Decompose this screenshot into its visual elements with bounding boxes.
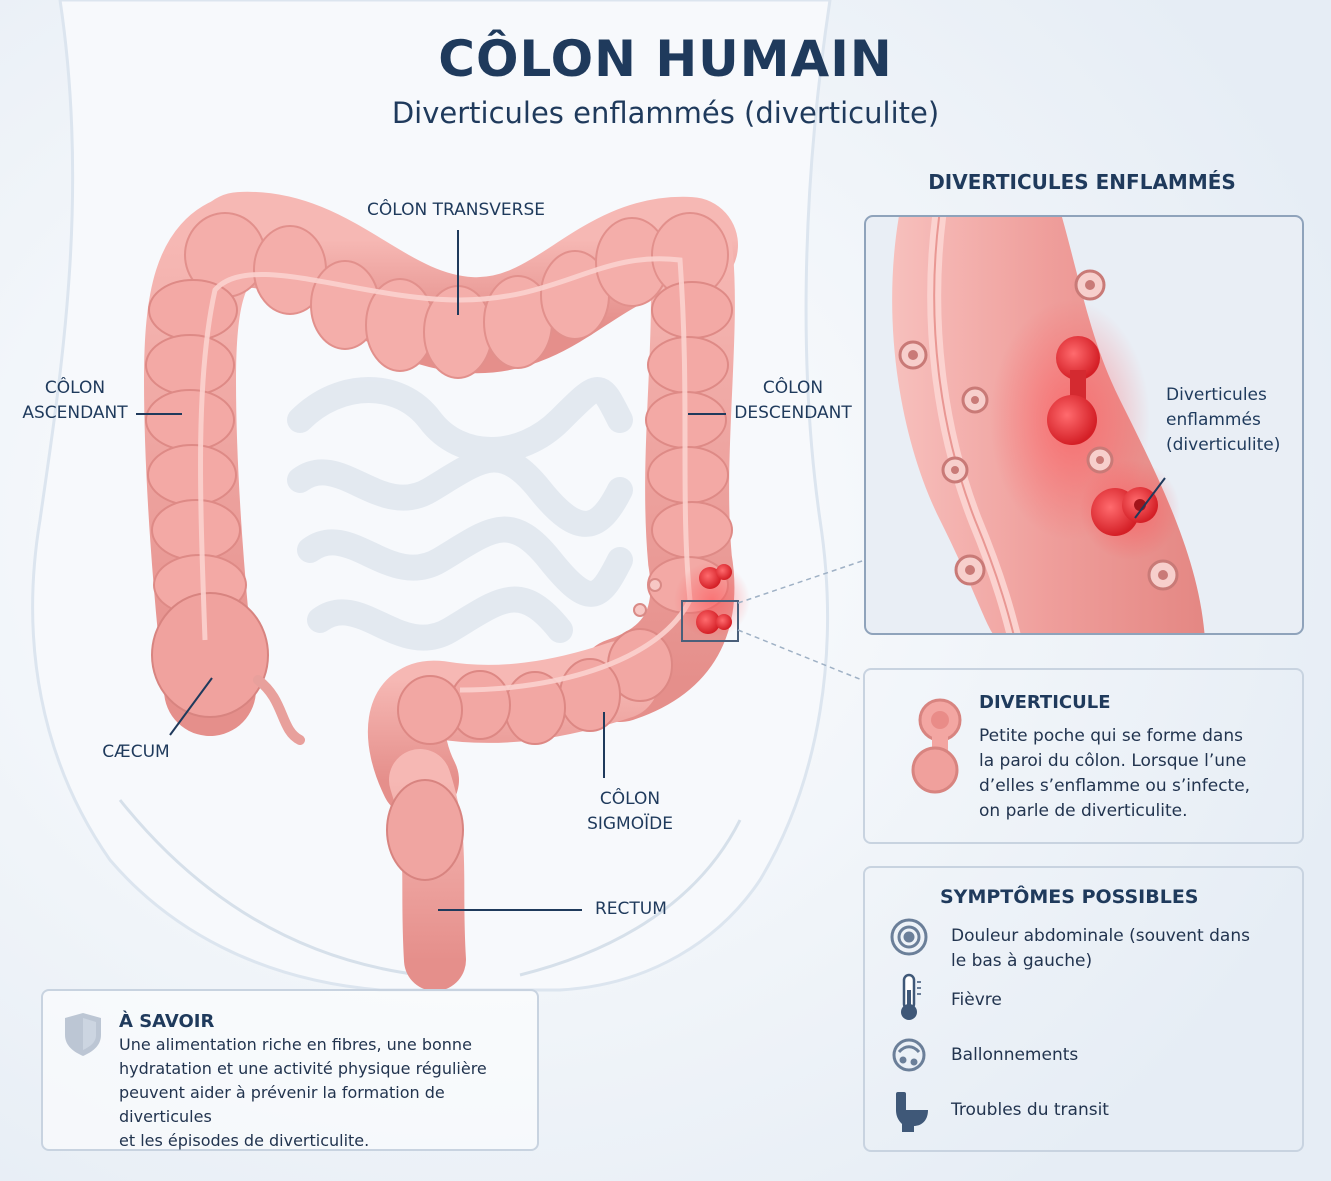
bloating-icon bbox=[892, 1038, 926, 1072]
diverticule-description: Petite poche qui se forme dans la paroi … bbox=[979, 726, 1251, 821]
symptoms-card: SYMPTÔMES POSSIBLES Douleur abdominale (… bbox=[863, 866, 1304, 1152]
page-subtitle: Diverticules enflammés (diverticulite) bbox=[391, 96, 940, 130]
page-title: CÔLON HUMAIN bbox=[438, 30, 893, 88]
zoom-illustration bbox=[864, 215, 1304, 635]
diverticule-card: DIVERTICULE Petite poche qui se forme da… bbox=[863, 668, 1304, 844]
label-colon-descendant: CÔLON DESCENDANT bbox=[734, 378, 852, 423]
label-caecum: CÆCUM bbox=[102, 742, 170, 762]
leader-lines bbox=[136, 230, 726, 911]
target-icon bbox=[890, 918, 928, 956]
symptoms-heading: SYMPTÔMES POSSIBLES bbox=[940, 886, 1199, 908]
small-intestine bbox=[287, 377, 633, 651]
diverticulum-pouch-icon bbox=[911, 698, 962, 794]
label-colon-transverse: CÔLON TRANSVERSE bbox=[367, 200, 545, 220]
label-colon-ascendant: CÔLON ASCENDANT bbox=[22, 378, 128, 423]
label-colon-sigmoide: CÔLON SIGMOÏDE bbox=[587, 789, 673, 834]
zoom-panel-title: DIVERTICULES ENFLAMMÉS bbox=[928, 170, 1236, 194]
thermometer-icon bbox=[901, 973, 921, 1020]
colon bbox=[143, 191, 750, 991]
label-rectum: RECTUM bbox=[595, 899, 667, 919]
info-text: Une alimentation riche en fibres, une bo… bbox=[119, 1035, 487, 1150]
info-heading: À SAVOIR bbox=[119, 1011, 215, 1032]
info-card: À SAVOIR Une alimentation riche en fibre… bbox=[41, 989, 539, 1151]
toilet-icon bbox=[896, 1092, 928, 1132]
diverticule-heading: DIVERTICULE bbox=[979, 692, 1111, 713]
zoom-callout: Diverticules enflammés (diverticulite) bbox=[1166, 385, 1281, 455]
zoom-region-marker bbox=[681, 600, 739, 642]
